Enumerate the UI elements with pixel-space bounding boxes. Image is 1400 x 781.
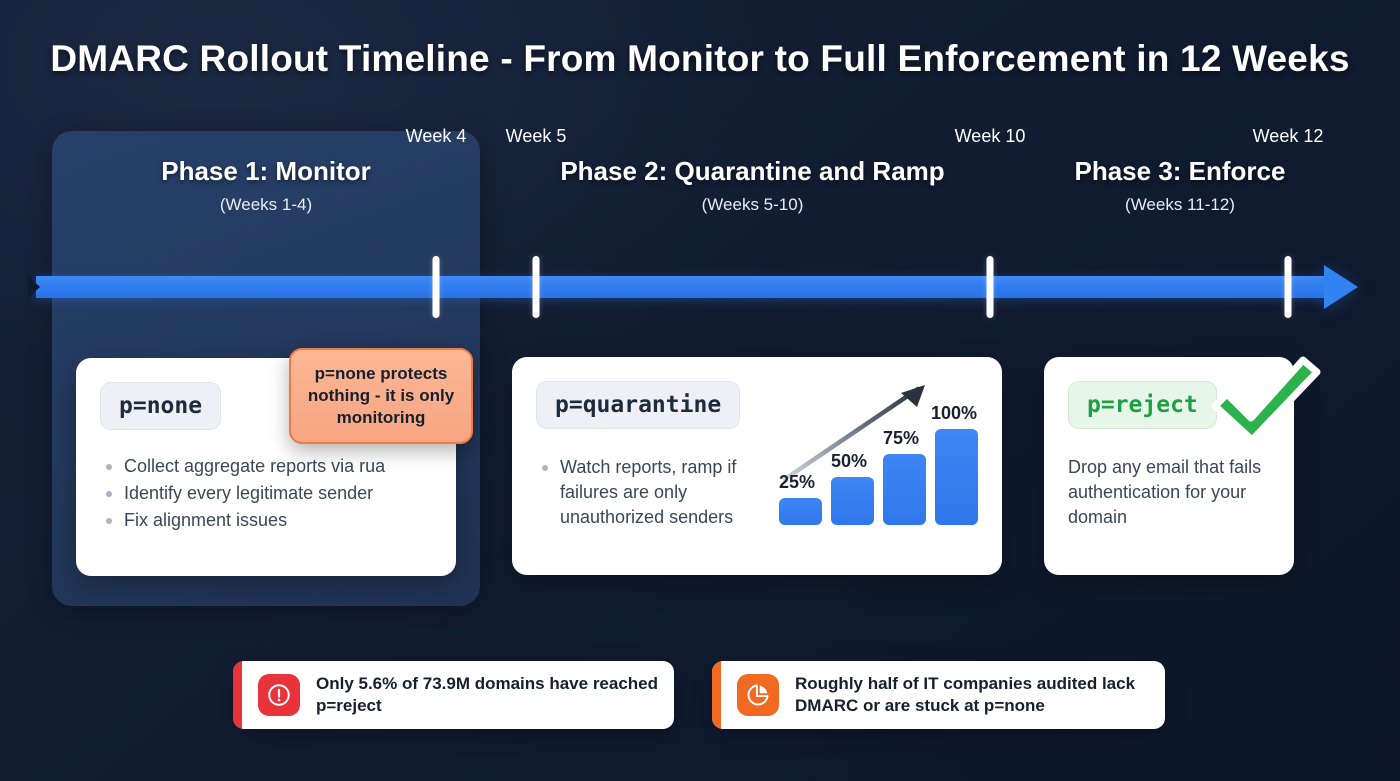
bar-25 [779, 498, 822, 525]
phase-header-1: Phase 1: Monitor (Weeks 1-4) [56, 156, 476, 215]
timeline-tick-label: Week 12 [1252, 126, 1324, 146]
bar-100 [935, 429, 978, 525]
warning-callout-text: p=none protects nothing - it is only mon… [307, 364, 455, 427]
bar-label-100: 100% [931, 403, 978, 423]
phase-2-card: p=quarantine Watch reports, ramp if fail… [512, 357, 1002, 575]
timeline-arrow-head-icon [1324, 265, 1358, 309]
policy-chip-p-none: p=none [100, 382, 222, 430]
phase-header-2: Phase 2: Quarantine and Ramp (Weeks 5-10… [510, 156, 995, 215]
phase-2-bullet-list: Watch reports, ramp if failures are only… [534, 455, 789, 532]
stat-accent-bar [712, 661, 721, 729]
bar-label-25: 25% [779, 472, 816, 492]
list-item: Watch reports, ramp if failures are only… [534, 455, 789, 530]
warning-callout: p=none protects nothing - it is only mon… [289, 348, 473, 444]
stat-text: Only 5.6% of 73.9M domains have reached … [316, 674, 659, 715]
timeline-tick-mark [432, 256, 440, 318]
green-check-icon [1211, 356, 1321, 444]
timeline-tick-label: Week 4 [405, 126, 467, 146]
phase-header-3: Phase 3: Enforce (Weeks 11-12) [1020, 156, 1340, 215]
list-item: Identify every legitimate sender [98, 481, 428, 506]
phase-2-title: Phase 2: Quarantine and Ramp [560, 156, 945, 186]
list-item: Collect aggregate reports via rua [98, 454, 428, 479]
page-title: DMARC Rollout Timeline - From Monitor to… [50, 38, 1350, 79]
timeline-tick-label: Week 10 [954, 126, 1026, 146]
timeline-tick-mark [1284, 256, 1292, 318]
timeline-tick-mark [986, 256, 994, 318]
ramp-bar-chart: 25% 50% 75% 100% [775, 367, 990, 567]
timeline-tick-label: Week 5 [505, 126, 567, 146]
bar-75 [883, 454, 926, 525]
bar-label-50: 50% [831, 451, 868, 471]
alert-circle-icon [258, 674, 300, 716]
phase-3-body-text: Drop any email that fails authentication… [1068, 457, 1262, 527]
list-item: Fix alignment issues [98, 508, 428, 533]
stat-text: Roughly half of IT companies audited lac… [795, 674, 1136, 715]
policy-chip-p-quarantine: p=quarantine [536, 381, 741, 429]
policy-chip-p-reject: p=reject [1068, 381, 1217, 429]
phase-1-title: Phase 1: Monitor [161, 156, 371, 186]
stat-callout-reject-adoption: Only 5.6% of 73.9M domains have reached … [233, 661, 674, 729]
phase-2-subtitle: (Weeks 5-10) [701, 195, 804, 214]
stat-callout-it-companies: Roughly half of IT companies audited lac… [712, 661, 1165, 729]
bar-50 [831, 477, 874, 525]
phase-3-subtitle: (Weeks 11-12) [1125, 195, 1235, 214]
phase-3-title: Phase 3: Enforce [1074, 156, 1286, 186]
phase-3-card: p=reject Drop any email that fails authe… [1044, 357, 1294, 575]
timeline-tail-notch [28, 276, 40, 298]
phase-1-bullet-list: Collect aggregate reports via rua Identi… [98, 454, 428, 535]
bar-label-75: 75% [883, 428, 920, 448]
trend-arrow-icon [782, 385, 925, 482]
timeline-tick-mark [532, 256, 540, 318]
phase-1-subtitle: (Weeks 1-4) [219, 195, 313, 214]
timeline-bar [36, 276, 1326, 298]
stat-accent-bar [233, 661, 242, 729]
timeline: Week 4 Week 5 Week 10 Week 12 [0, 126, 1400, 335]
pie-chart-icon [737, 674, 779, 716]
